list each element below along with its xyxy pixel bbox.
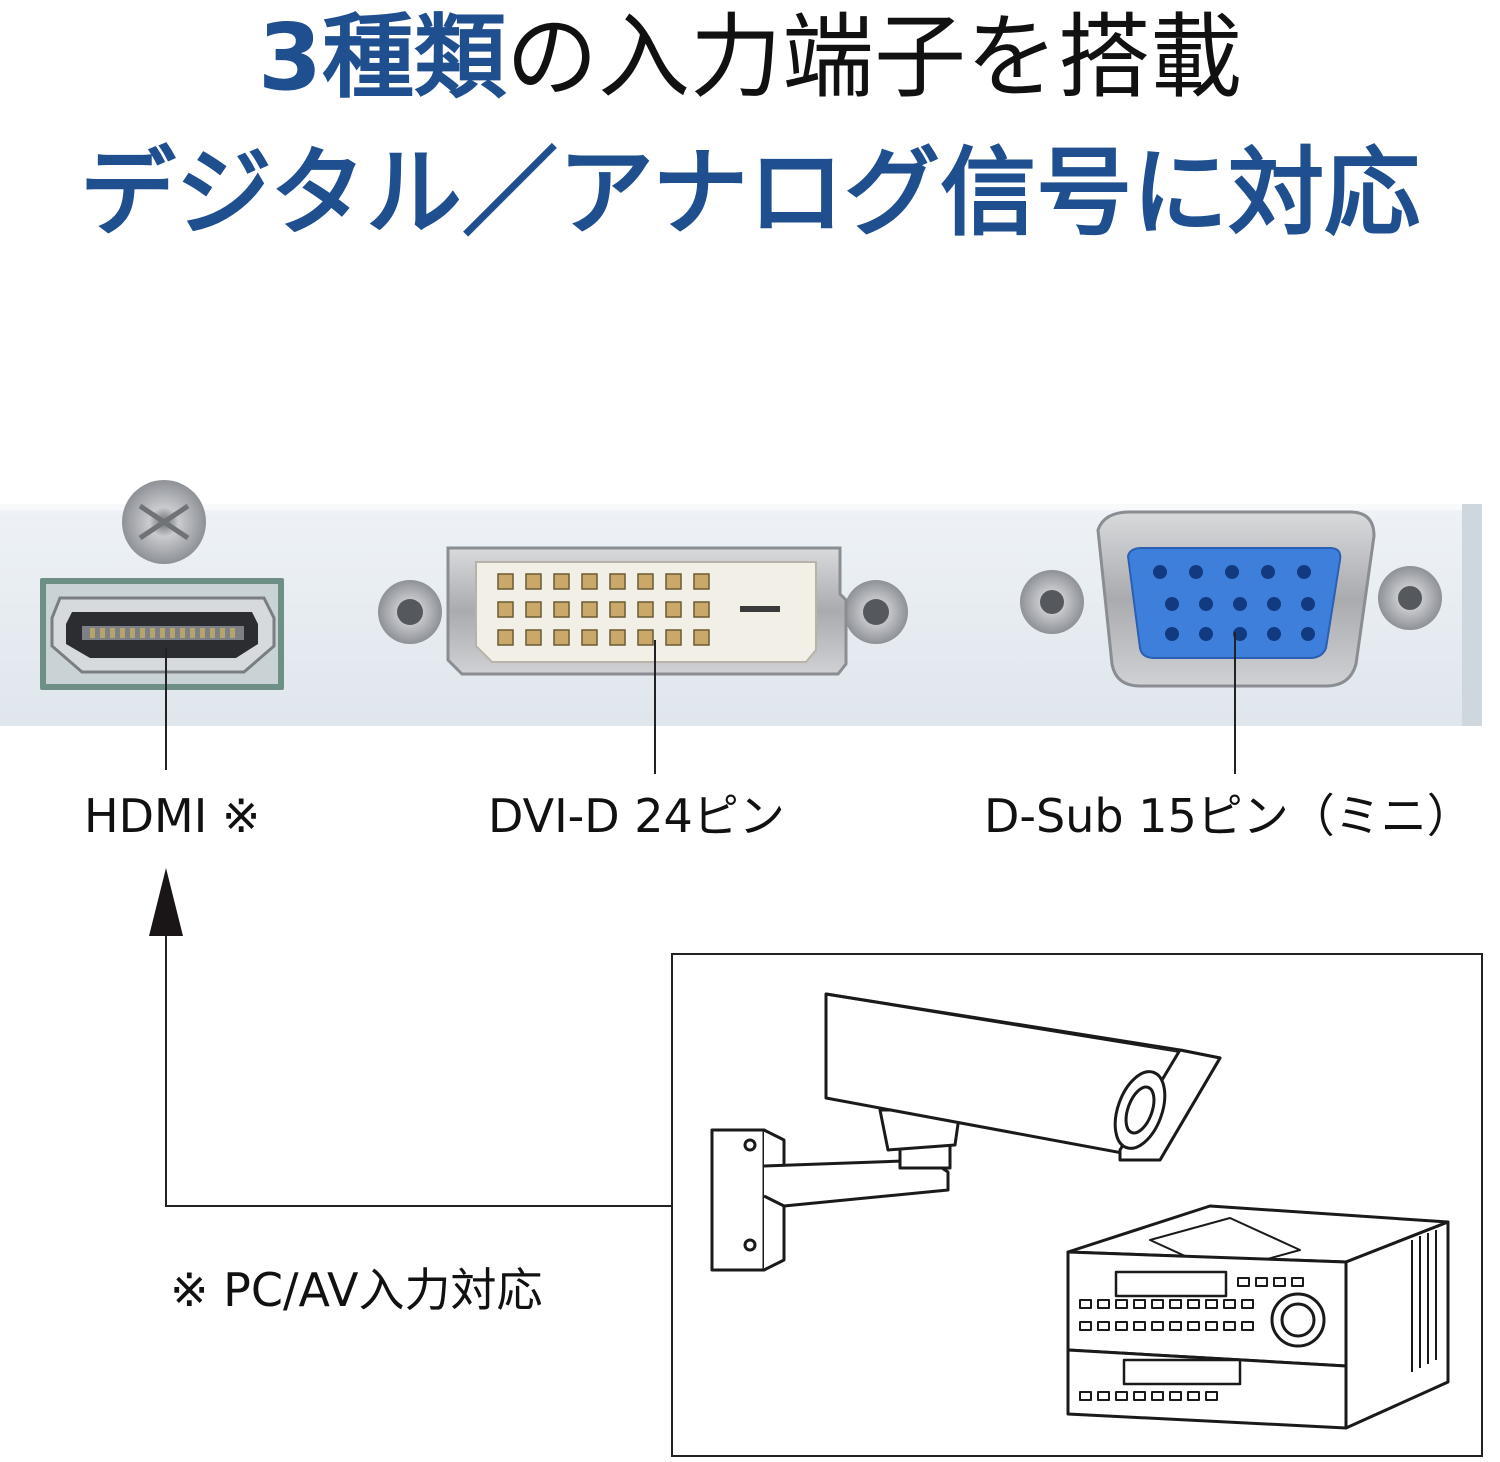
- recorder-button: [1151, 1299, 1164, 1309]
- screw-icon: [122, 480, 206, 564]
- dvi-pin: [525, 573, 542, 590]
- recorder-button: [1237, 1277, 1250, 1287]
- dvi-pin: [609, 601, 626, 618]
- dvi-pin: [637, 573, 654, 590]
- input-arrow: [149, 868, 672, 1207]
- recorder-button: [1115, 1391, 1128, 1401]
- dvi-port: [378, 546, 908, 676]
- dvi-pin: [665, 601, 682, 618]
- vga-pin: [1199, 627, 1213, 641]
- vga-pin: [1199, 597, 1213, 611]
- dvi-pin: [637, 629, 654, 646]
- dvi-pin: [525, 601, 542, 618]
- security-camera-icon: [710, 992, 1222, 1272]
- recorder-button: [1115, 1299, 1128, 1309]
- recorder-button: [1241, 1299, 1254, 1309]
- vga-pin: [1189, 565, 1203, 579]
- recorder-button: [1133, 1391, 1146, 1401]
- dvi-pin: [693, 629, 710, 646]
- recorder-button: [1223, 1299, 1236, 1309]
- dvi-pin: [581, 573, 598, 590]
- recorder-button: [1273, 1277, 1286, 1287]
- input-note: ※ PC/AV入力対応: [170, 1263, 543, 1317]
- vga-port: [1020, 510, 1442, 688]
- recorder-button: [1169, 1299, 1182, 1309]
- recorder-button: [1169, 1391, 1182, 1401]
- vga-pin: [1233, 627, 1247, 641]
- recorder-button: [1115, 1321, 1128, 1331]
- vga-pin: [1233, 597, 1247, 611]
- recorder-button: [1151, 1391, 1164, 1401]
- dvi-pin: [497, 629, 514, 646]
- vga-pin: [1297, 565, 1311, 579]
- dvi-pin: [665, 629, 682, 646]
- dvi-pin: [553, 601, 570, 618]
- dvi-pin: [553, 573, 570, 590]
- recorder-button: [1079, 1299, 1092, 1309]
- dsub-label: D-Sub 15ピン（ミニ）: [984, 789, 1473, 843]
- vga-pin: [1261, 565, 1275, 579]
- recorder-button: [1133, 1321, 1146, 1331]
- recorder-button: [1223, 1321, 1236, 1331]
- dvi-pin: [497, 601, 514, 618]
- vga-pin: [1165, 627, 1179, 641]
- vga-pin: [1301, 597, 1315, 611]
- recorder-button: [1097, 1321, 1110, 1331]
- dvi-pin: [609, 573, 626, 590]
- recorder-button: [1291, 1277, 1304, 1287]
- recorder-button: [1241, 1321, 1254, 1331]
- vga-pin: [1267, 597, 1281, 611]
- hdmi-label: HDMI ※: [84, 789, 261, 843]
- recorder-button: [1097, 1391, 1110, 1401]
- vga-pin: [1301, 627, 1315, 641]
- dvi-pin: [665, 573, 682, 590]
- dvi-pin: [609, 629, 626, 646]
- vga-pin: [1225, 565, 1239, 579]
- recorder-button: [1079, 1321, 1092, 1331]
- dvi-pin: [497, 573, 514, 590]
- video-recorder-icon: [1066, 1204, 1450, 1430]
- recorder-button: [1187, 1391, 1200, 1401]
- dvi-label: DVI-D 24ピン: [488, 789, 785, 843]
- headline-rest: の入力端子を搭載: [506, 4, 1243, 111]
- vga-pin: [1267, 627, 1281, 641]
- recorder-button: [1097, 1299, 1110, 1309]
- vga-pin: [1165, 597, 1179, 611]
- dvi-pin: [581, 629, 598, 646]
- hdmi-port: [40, 578, 284, 690]
- arrow-head-icon: [149, 868, 183, 936]
- dvi-pin: [525, 629, 542, 646]
- dvi-pin: [581, 601, 598, 618]
- recorder-button: [1205, 1321, 1218, 1331]
- recorder-button: [1255, 1277, 1268, 1287]
- recorder-button: [1133, 1299, 1146, 1309]
- dvi-pin: [553, 629, 570, 646]
- recorder-button: [1205, 1391, 1218, 1401]
- dvi-pin: [637, 601, 654, 618]
- headline-line-2: デジタル／アナログ信号に対応: [79, 137, 1421, 249]
- recorder-button: [1187, 1299, 1200, 1309]
- headline-highlight: 3種類: [257, 4, 506, 111]
- recorder-button: [1205, 1299, 1218, 1309]
- vga-pin: [1153, 565, 1167, 579]
- dvi-pin: [693, 601, 710, 618]
- recorder-button: [1169, 1321, 1182, 1331]
- dvi-pin: [693, 573, 710, 590]
- recorder-button: [1151, 1321, 1164, 1331]
- recorder-button: [1187, 1321, 1200, 1331]
- headline-line-1: 3種類の入力端子を搭載: [0, 8, 1500, 108]
- recorder-button: [1079, 1391, 1092, 1401]
